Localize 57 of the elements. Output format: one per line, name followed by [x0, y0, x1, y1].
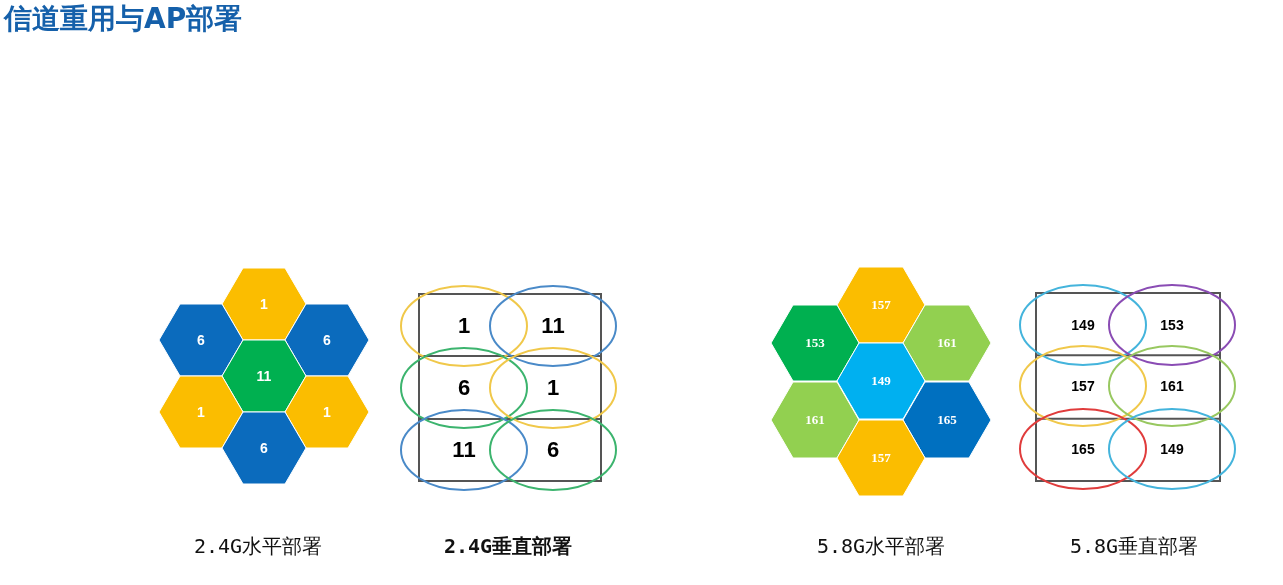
channel-number: 157 [1071, 378, 1095, 394]
channel-number: 11 [541, 313, 565, 339]
channel-number: 165 [937, 412, 957, 428]
title: 信道重用与AP部署 [4, 1, 243, 37]
channel-number: 6 [260, 440, 268, 456]
coverage-ellipse [1019, 284, 1147, 366]
channel-number: 149 [1160, 441, 1184, 457]
channel-number: 6 [546, 437, 560, 463]
coverage-ellipse [1108, 284, 1236, 366]
channel-number: 157 [871, 297, 891, 313]
channel-number: 149 [871, 373, 891, 389]
hexagon-cell [159, 376, 243, 448]
hexagon-cell [285, 376, 369, 448]
coverage-ellipse [489, 347, 617, 429]
channel-number: 1 [260, 296, 268, 312]
channel-number: 1 [546, 375, 560, 401]
hexagon-cell [771, 382, 859, 458]
channel-number: 165 [1071, 441, 1095, 457]
channel-number: 1 [323, 404, 331, 420]
hexagon-cell [837, 343, 925, 419]
hexagon-cell [222, 268, 306, 340]
caption: 5.8G水平部署 [815, 533, 947, 560]
channel-number: 153 [805, 335, 825, 351]
channel-number: 6 [197, 332, 205, 348]
caption: 5.8G垂直部署 [1068, 533, 1200, 560]
channel-number: 1 [197, 404, 205, 420]
caption: 2.4G垂直部署 [442, 533, 574, 560]
hexagon-cell [837, 267, 925, 343]
coverage-ellipse [400, 285, 528, 367]
hexagon-cell [903, 305, 991, 381]
channel-number: 153 [1160, 317, 1184, 333]
channel-number: 157 [871, 450, 891, 466]
caption: 2.4G水平部署 [192, 533, 324, 560]
channel-number: 161 [805, 412, 825, 428]
coverage-ellipse [400, 347, 528, 429]
channel-number: 161 [937, 335, 957, 351]
coverage-ellipse [400, 409, 528, 491]
channel-number: 11 [452, 437, 476, 463]
hexagon-cell [903, 382, 991, 458]
coverage-ellipse [1019, 345, 1147, 427]
channel-number: 161 [1160, 378, 1184, 394]
hexagon-cell [837, 420, 925, 496]
channel-number: 11 [256, 368, 272, 384]
coverage-ellipse [1019, 408, 1147, 490]
coverage-ellipse [1108, 408, 1236, 490]
channel-number: 6 [457, 375, 471, 401]
hexagon-cell [222, 340, 306, 412]
coverage-ellipse [489, 409, 617, 491]
channel-number: 1 [457, 313, 471, 339]
channel-number: 149 [1071, 317, 1095, 333]
channel-number: 6 [323, 332, 331, 348]
hexagon-cell [222, 412, 306, 484]
hexagon-cell [771, 305, 859, 381]
hexagon-cell [159, 304, 243, 376]
coverage-ellipse [1108, 345, 1236, 427]
coverage-ellipse [489, 285, 617, 367]
hexagon-cell [285, 304, 369, 376]
